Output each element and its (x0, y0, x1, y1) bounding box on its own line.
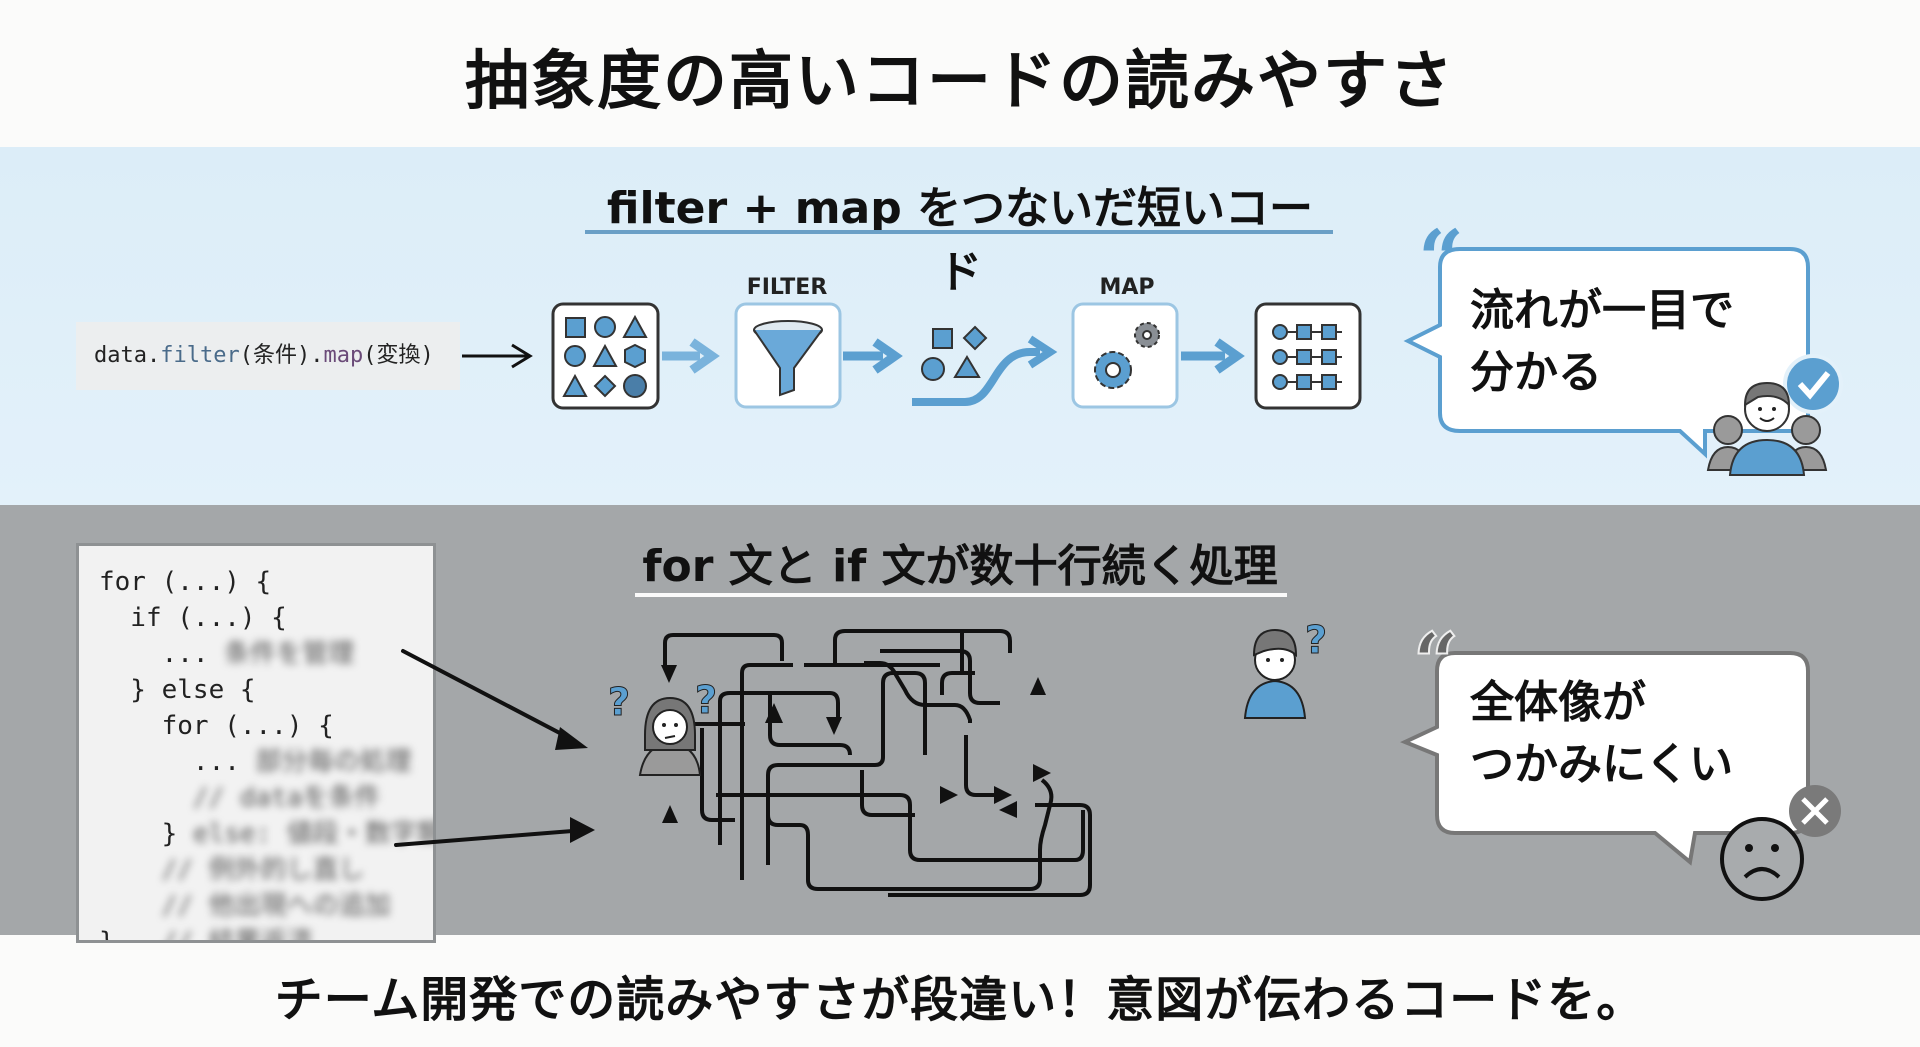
heading-underline (585, 230, 1333, 234)
happy-team-icon (1706, 381, 1828, 476)
bubble-line-2: つかみにくい (1470, 739, 1734, 790)
quote-icon: “ (1418, 212, 1464, 306)
code-line: // 例外的し直し (161, 855, 365, 885)
filter-label: FILTER (746, 275, 828, 300)
code-line: for (...) { (99, 567, 272, 597)
pointer-line (401, 649, 577, 743)
svg-text:?: ? (608, 680, 630, 724)
svg-text:“: “ (1413, 615, 1459, 709)
svg-text:?: ? (695, 678, 717, 722)
code-map: map (323, 343, 364, 368)
abstract-code-heading: filter + map をつないだ短いコード (606, 183, 1314, 298)
page-title: 抽象度の高いコードの読みやすさ (465, 45, 1455, 119)
code-snippet: data.filter(条件).map(変換) (76, 322, 460, 390)
svg-text:?: ? (1305, 618, 1327, 662)
checkmark-icon (1783, 354, 1843, 414)
quote-icon: “ (1412, 614, 1460, 710)
structured-list-icon (1254, 302, 1362, 410)
code-line: ... 部分毎の処理 (99, 747, 412, 777)
code-line: // dataを条件 (192, 783, 381, 813)
code-line: if (...) { (99, 603, 287, 633)
positive-bubble-text: 流れが一目で 分かる (1470, 280, 1734, 404)
code-map-arg: (変換) (363, 343, 434, 368)
pointer-line (394, 828, 587, 847)
code-line: // 他出現への追加 (161, 891, 391, 921)
arrow-icon (1181, 338, 1245, 374)
code-prefix: data. (94, 343, 161, 368)
close-icon (1789, 785, 1841, 837)
confused-person-icon: ? ? (608, 678, 718, 776)
imperative-code-heading: for 文と if 文が数十行続く処理 (642, 541, 1278, 592)
gears-icon (1071, 302, 1179, 409)
mixed-shapes-icon (551, 302, 660, 410)
arrow-icon (843, 338, 903, 374)
tangled-paths (663, 629, 1092, 897)
arrow-icon (462, 343, 533, 369)
pipeline-diagram: “ (462, 212, 1843, 476)
filtered-shapes-icon (912, 325, 1058, 406)
negative-speech-bubble (1400, 651, 1810, 866)
confused-person-icon: ? (1243, 618, 1328, 719)
funnel-icon (734, 302, 842, 409)
code-line: } else { (99, 675, 256, 705)
code-line: } // 結果返済 (99, 927, 313, 943)
bubble-line-2: 分かる (1470, 347, 1602, 398)
arrow-icon (662, 338, 720, 374)
negative-bubble-text: 全体像が つかみにくい (1470, 672, 1733, 796)
code-filter: filter (160, 343, 240, 368)
nested-code-listing: for (...) { if (...) { ... 条件を管理 } else … (76, 543, 436, 943)
bubble-line-1: 全体像が (1470, 677, 1646, 728)
code-line: for (...) { (99, 711, 334, 741)
map-label: MAP (1099, 275, 1155, 300)
sad-face-icon (1720, 817, 1804, 901)
bubble-line-1: 流れが一目で (1470, 285, 1734, 336)
svg-text:“: “ (1418, 212, 1464, 306)
code-filter-arg: (条件). (239, 343, 324, 368)
code-line: ... 条件を管理 (99, 639, 355, 669)
footer-message: チーム開発での読みやすさが段違い！意図が伝わるコードを。 (274, 972, 1646, 1028)
tangled-flow-diagram: ? ? ? “ (394, 614, 1841, 901)
positive-speech-bubble (1403, 247, 1810, 459)
maze-arrowheads (661, 665, 1051, 823)
heading-underline (635, 593, 1287, 597)
